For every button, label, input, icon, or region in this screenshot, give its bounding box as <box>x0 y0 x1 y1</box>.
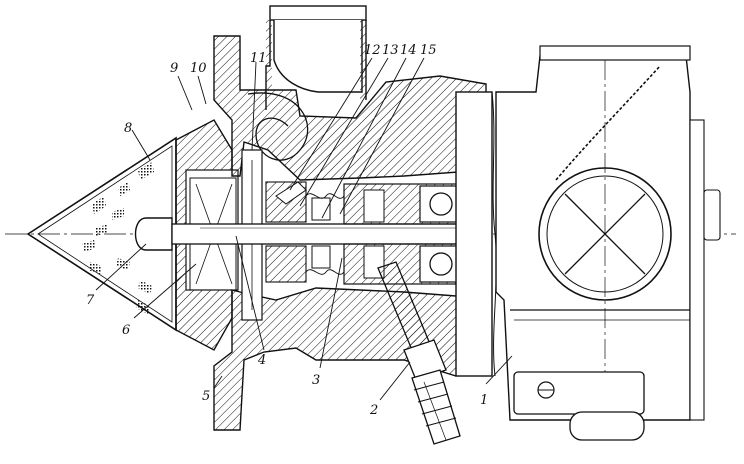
callout-1: 1 <box>480 393 488 408</box>
callout-13: 13 <box>382 43 399 58</box>
callout-12: 12 <box>364 43 381 58</box>
electric-motor <box>495 45 721 441</box>
outlet-pipe <box>265 5 367 110</box>
drain-fitting <box>377 261 461 445</box>
callout-11: 11 <box>250 51 267 66</box>
leader-lines <box>95 57 513 401</box>
coupling-flange <box>455 91 497 377</box>
callout-8: 8 <box>124 121 132 136</box>
callout-4: 4 <box>257 353 266 368</box>
callout-6: 6 <box>122 323 130 338</box>
callout-14: 14 <box>400 43 417 58</box>
seal-assembly <box>265 181 345 283</box>
callout-15: 15 <box>420 43 437 58</box>
callout-5: 5 <box>202 389 210 404</box>
callout-labels: 1 2 3 4 5 6 7 8 9 10 11 12 13 14 15 <box>86 43 488 418</box>
callout-7: 7 <box>86 293 95 308</box>
callout-10: 10 <box>190 61 207 76</box>
impeller-nut <box>134 217 173 251</box>
shaft <box>171 223 491 245</box>
bearing-housing <box>343 183 489 285</box>
callout-9: 9 <box>170 61 178 76</box>
callout-3: 3 <box>312 373 320 388</box>
callout-2: 2 <box>369 403 378 418</box>
